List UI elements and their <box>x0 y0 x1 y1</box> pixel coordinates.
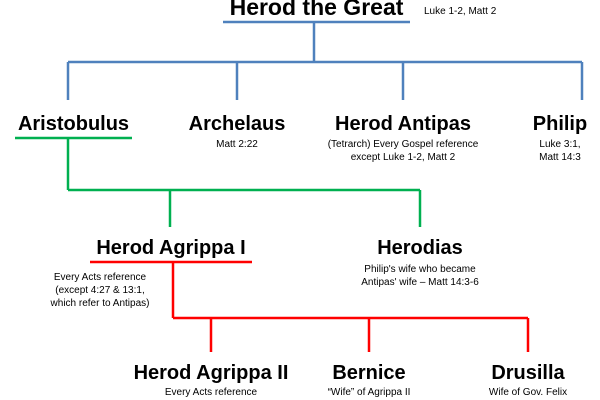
node-name: Drusilla <box>491 362 565 384</box>
node-aristobulus: Aristobulus <box>0 114 147 134</box>
node-reference: Every Acts reference (except 4:27 & 13:1… <box>30 271 170 310</box>
reference-line: (except 4:27 & 13:1, <box>55 285 145 296</box>
node-reference: Every Acts reference <box>120 386 302 399</box>
reference-line: which refer to Antipas) <box>50 298 150 309</box>
node-philip: Philip Luke 3:1, Matt 14:3 <box>524 114 596 164</box>
node-reference: Philip's wife who became Antipas' wife –… <box>340 263 500 289</box>
reference-line: Matt 14:3 <box>539 152 581 163</box>
node-reference: Wife of Gov. Felix <box>465 386 591 399</box>
node-reference: (Tetrarch) Every Gospel reference except… <box>308 138 498 164</box>
node-reference: “Wife” of Agrippa II <box>299 386 439 399</box>
node-reference: Matt 2:22 <box>167 138 307 151</box>
node-drusilla: Drusilla Wife of Gov. Felix <box>465 363 591 399</box>
node-reference: Luke 1-2, Matt 2 <box>424 6 497 17</box>
node-herod-agrippa-ii: Herod Agrippa II Every Acts reference <box>120 363 302 399</box>
node-reference: Luke 3:1, Matt 14:3 <box>524 138 596 164</box>
reference-line: (Tetrarch) Every Gospel reference <box>327 139 479 150</box>
node-name: Herod Agrippa I <box>96 237 246 259</box>
node-herodias: Herodias Philip's wife who became Antipa… <box>340 238 500 289</box>
node-name: Bernice <box>332 362 406 384</box>
reference-line: Wife of Gov. Felix <box>488 387 568 398</box>
node-name: Herodias <box>377 237 463 259</box>
node-archelaus: Archelaus Matt 2:22 <box>167 114 307 151</box>
reference-line: Antipas' wife – Matt 14:3-6 <box>361 277 479 288</box>
node-name: Archelaus <box>188 113 286 135</box>
node-herod-agrippa-i-reference: Every Acts reference (except 4:27 & 13:1… <box>30 271 170 310</box>
node-name: Aristobulus <box>17 113 130 135</box>
node-name: Herod the Great <box>229 0 404 20</box>
reference-line: Philip's wife who became <box>364 264 476 275</box>
reference-line: Every Acts reference <box>53 272 147 283</box>
reference-line: “Wife” of Agrippa II <box>327 387 411 398</box>
node-bernice: Bernice “Wife” of Agrippa II <box>299 363 439 399</box>
reference-line: except Luke 1-2, Matt 2 <box>350 152 456 163</box>
node-herod-agrippa-i: Herod Agrippa I <box>80 238 262 258</box>
reference-line: Matt 2:22 <box>216 139 258 150</box>
reference-line: Every Acts reference <box>164 387 258 398</box>
node-name: Philip <box>532 113 588 135</box>
reference-line: Luke 3:1, <box>539 139 581 150</box>
node-name: Herod Agrippa II <box>133 362 289 384</box>
node-herod-the-great: Herod the Great <box>223 0 410 19</box>
node-name: Herod Antipas <box>335 113 471 135</box>
node-herod-antipas: Herod Antipas (Tetrarch) Every Gospel re… <box>308 114 498 164</box>
